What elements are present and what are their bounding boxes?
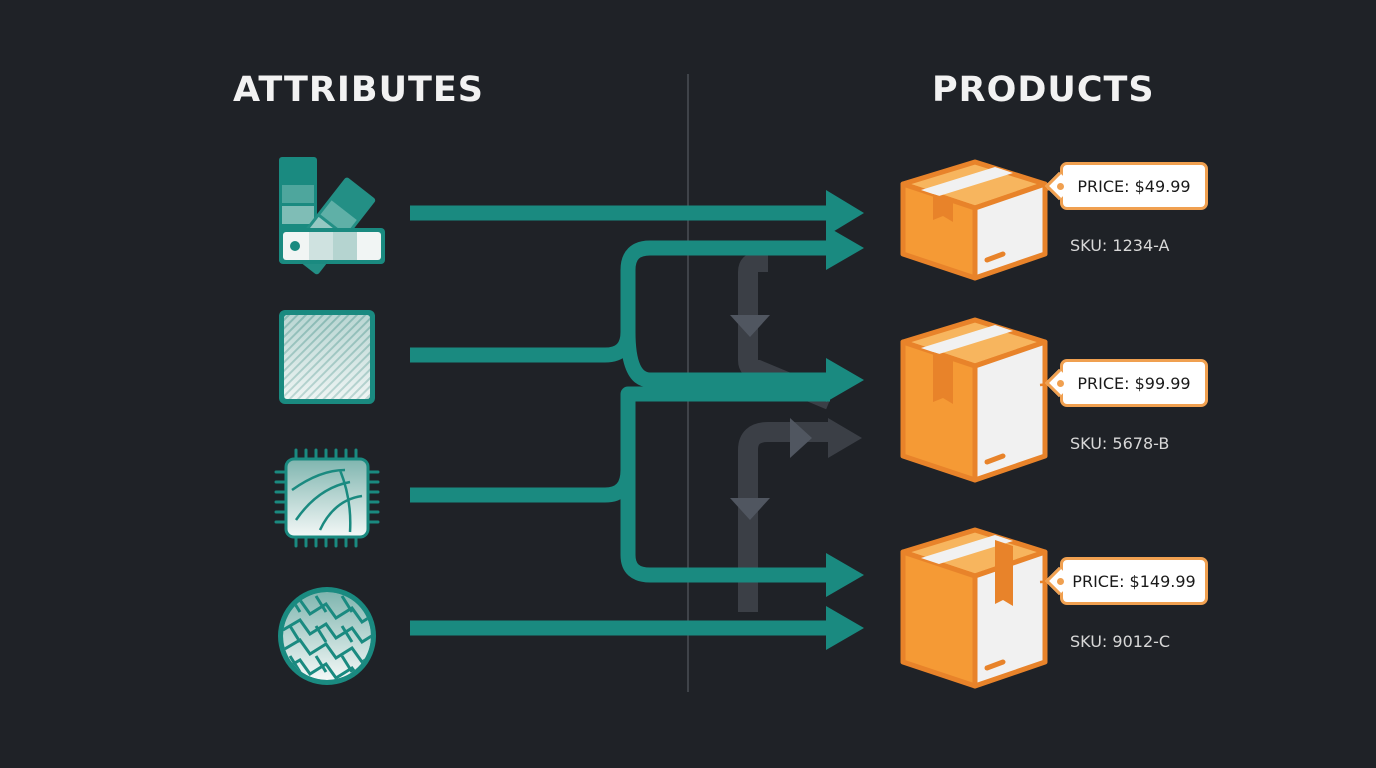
connector-3b [620,470,830,583]
connector-2 [410,240,830,363]
arrowhead-1 [826,190,864,236]
fabric-chip-icon [274,448,380,548]
sku-label-2: SKU: 5678-B [1070,434,1170,453]
arrowheads [826,190,864,650]
price-tag-3: PRICE: $149.99 [1057,557,1208,605]
texture-pattern-icon [279,310,375,404]
ghost-arrow-down-2 [730,498,770,520]
sku-label-1: SKU: 1234-A [1070,236,1170,255]
ghost-connector-2 [738,422,835,612]
arrowhead-5 [826,606,864,650]
ghost-arrow-right-1 [790,418,812,458]
arrowhead-2 [826,226,864,270]
price-tag-1: PRICE: $49.99 [1057,162,1208,210]
color-swatch-icon [279,157,385,275]
product-box-1 [900,159,1048,281]
price-label-1: PRICE: $49.99 [1077,176,1191,196]
ghost-arrowheads [730,315,862,520]
product-box-2 [900,317,1048,483]
product-box-3 [900,527,1048,689]
connector-2b [620,331,830,388]
connector-3 [410,386,830,503]
tag-hole [1057,578,1064,585]
tag-hole [1057,380,1064,387]
ghost-arrow-down-1 [730,315,770,337]
products-heading: PRODUCTS [932,70,1155,110]
arrowhead-3 [826,358,864,402]
attributes-heading: ATTRIBUTES [233,70,484,110]
sku-label-3: SKU: 9012-C [1070,632,1171,651]
price-label-2: PRICE: $99.99 [1077,373,1191,393]
ghost-arrow-right-2 [828,418,862,458]
woven-material-icon [278,587,376,685]
price-tag-2: PRICE: $99.99 [1057,359,1208,407]
price-label-3: PRICE: $149.99 [1072,571,1196,591]
tag-hole [1057,183,1064,190]
connectors [410,205,830,636]
arrowhead-4 [826,553,864,597]
